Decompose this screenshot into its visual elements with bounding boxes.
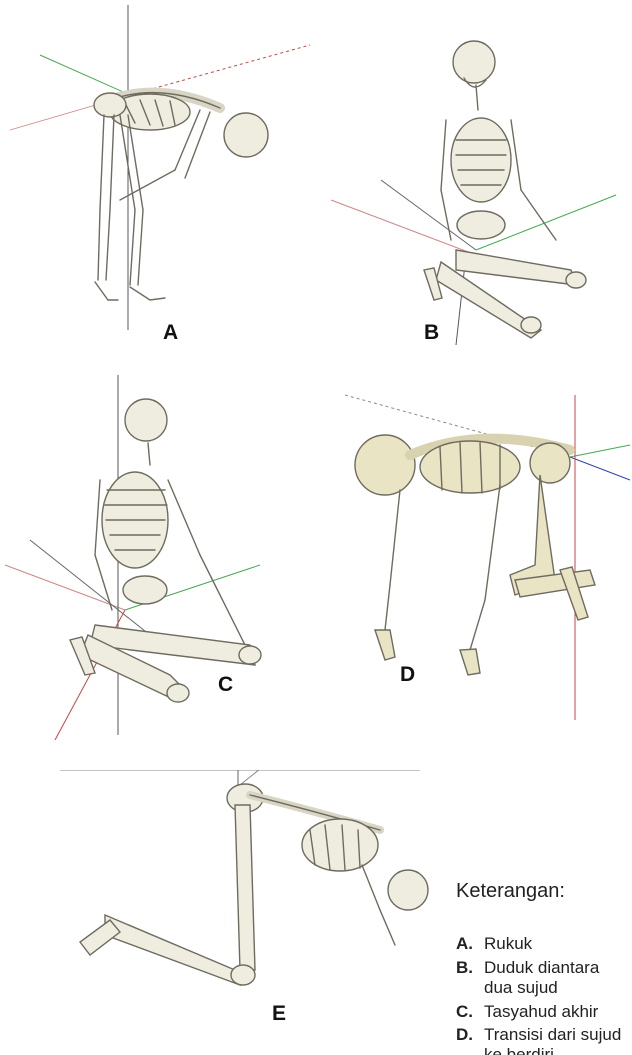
skeleton-illustration-rukuk xyxy=(0,0,316,350)
figure-panel-b: B xyxy=(316,0,632,350)
legend-item-a: A.Rukuk xyxy=(456,934,532,954)
legend-text: Tasyahud akhir xyxy=(484,1002,598,1021)
skeleton-illustration-sujud xyxy=(50,770,450,1040)
legend-key: D. xyxy=(456,1025,484,1045)
legend-text-cont: dua sujud xyxy=(484,978,558,997)
figure-panel-c: C xyxy=(0,355,316,740)
legend-item-d: D.Transisi dari sujud xyxy=(456,1025,621,1045)
panel-label-b: B xyxy=(424,321,439,345)
skeleton-illustration-tasyahud xyxy=(0,355,316,740)
legend-key: B. xyxy=(456,958,484,978)
legend-text-cont: ke berdiri xyxy=(484,1045,554,1055)
legend-item-b: B.Duduk diantara xyxy=(456,958,599,978)
legend-text: Rukuk xyxy=(484,934,532,953)
legend-item-c: C.Tasyahud akhir xyxy=(456,1002,598,1022)
legend-key: C. xyxy=(456,1002,484,1022)
panel-label-a: A xyxy=(163,321,178,345)
legend-item-d-cont: ke berdiri xyxy=(456,1045,554,1055)
skeleton-illustration-duduk xyxy=(316,0,632,350)
panel-label-e: E xyxy=(272,1002,286,1026)
legend-key: A. xyxy=(456,934,484,954)
legend-title: Keterangan: xyxy=(456,880,565,903)
legend: Keterangan: A.Rukuk B.Duduk diantara dua… xyxy=(456,880,632,1055)
figure-panel-d: D xyxy=(330,385,632,725)
legend-item-b-cont: dua sujud xyxy=(456,978,558,998)
panel-label-d: D xyxy=(400,663,415,687)
panel-label-c: C xyxy=(218,673,233,697)
figure-panel-e: E xyxy=(50,770,450,1040)
legend-text: Transisi dari sujud xyxy=(484,1025,621,1044)
skeleton-illustration-transisi xyxy=(330,385,632,725)
legend-text: Duduk diantara xyxy=(484,958,599,977)
figure-panel-a: A xyxy=(0,0,316,350)
